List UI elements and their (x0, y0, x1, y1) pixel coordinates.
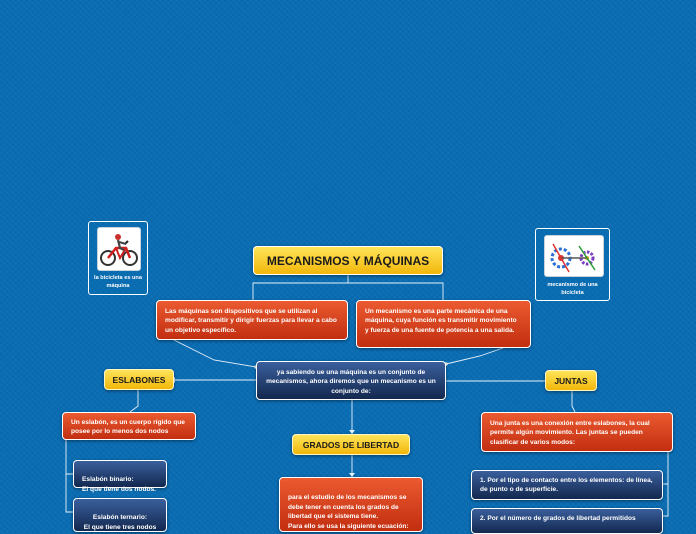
mecanismo-caption: mecanismo de una bicicleta (547, 282, 598, 296)
junta-item-2-text: 2. Por el número de grados de libertad p… (480, 515, 636, 522)
central-text: ya sabiendo ue una máquina es un conjunt… (266, 369, 436, 395)
eslabon-ternario-node[interactable]: Eslabón ternario: El que tiene tres nodo… (73, 498, 167, 532)
definition-maquinas-text: Las máquinas son dispositivos que se uti… (165, 308, 337, 334)
bicicleta-image-card[interactable]: la bicicleta es una máquina (88, 221, 148, 295)
junta-item-1-node[interactable]: 1. Por el tipo de contacto entre los ele… (471, 470, 663, 500)
grados-text: para el estudio de los mecanismos se deb… (288, 494, 409, 530)
eslabon-ternario-text: Eslabón ternario: El que tiene tres nodo… (83, 514, 157, 531)
mecanismo-image-card[interactable]: mecanismo de una bicicleta (535, 228, 610, 301)
gear-icon (550, 243, 596, 273)
eslabones-node[interactable]: ESLABONES (104, 369, 174, 390)
juntas-node[interactable]: JUNTAS (545, 370, 597, 391)
grados-text-node[interactable]: para el estudio de los mecanismos se deb… (279, 477, 423, 532)
eslabon-binario-text: Eslabón binario: El que tiene dos nodos. (82, 476, 157, 493)
juntas-definition-node[interactable]: Una junta es una conexión entre eslabone… (481, 412, 673, 452)
main-title: MECANISMOS Y MÁQUINAS (266, 253, 430, 268)
grados-node[interactable]: GRADOS DE LIBERTAD (292, 434, 410, 455)
eslabones-definition-node[interactable]: Un eslabón, es un cuerpo rígido que pose… (62, 412, 196, 440)
definition-mecanismo-text: Un mecanismo es una parte mecánica de un… (365, 308, 517, 334)
definition-mecanismo-node[interactable]: Un mecanismo es una parte mecánica de un… (356, 300, 531, 348)
bicycle-image (97, 227, 141, 271)
mechanism-image (544, 235, 604, 277)
definition-maquinas-node[interactable]: Las máquinas son dispositivos que se uti… (156, 300, 348, 340)
grados-label: GRADOS DE LIBERTAD (302, 439, 400, 450)
bicycle-icon (100, 234, 138, 266)
bicicleta-caption: la bicicleta es una máquina (94, 275, 142, 289)
main-title-node[interactable]: MECANISMOS Y MÁQUINAS (253, 246, 443, 275)
juntas-definition-text: Una junta es una conexión entre eslabone… (490, 420, 650, 446)
central-node[interactable]: ya sabiendo ue una máquina es un conjunt… (256, 361, 446, 400)
eslabones-definition-text: Un eslabón, es un cuerpo rígido que pose… (71, 419, 185, 436)
junta-item-1-text: 1. Por el tipo de contacto entre los ele… (480, 477, 653, 494)
eslabones-label: ESLABONES (112, 374, 166, 385)
junta-item-2-node[interactable]: 2. Por el número de grados de libertad p… (471, 508, 663, 534)
eslabon-binario-node[interactable]: Eslabón binario: El que tiene dos nodos. (73, 460, 167, 493)
connector-lines (65, 275, 669, 517)
juntas-label: JUNTAS (554, 375, 588, 386)
